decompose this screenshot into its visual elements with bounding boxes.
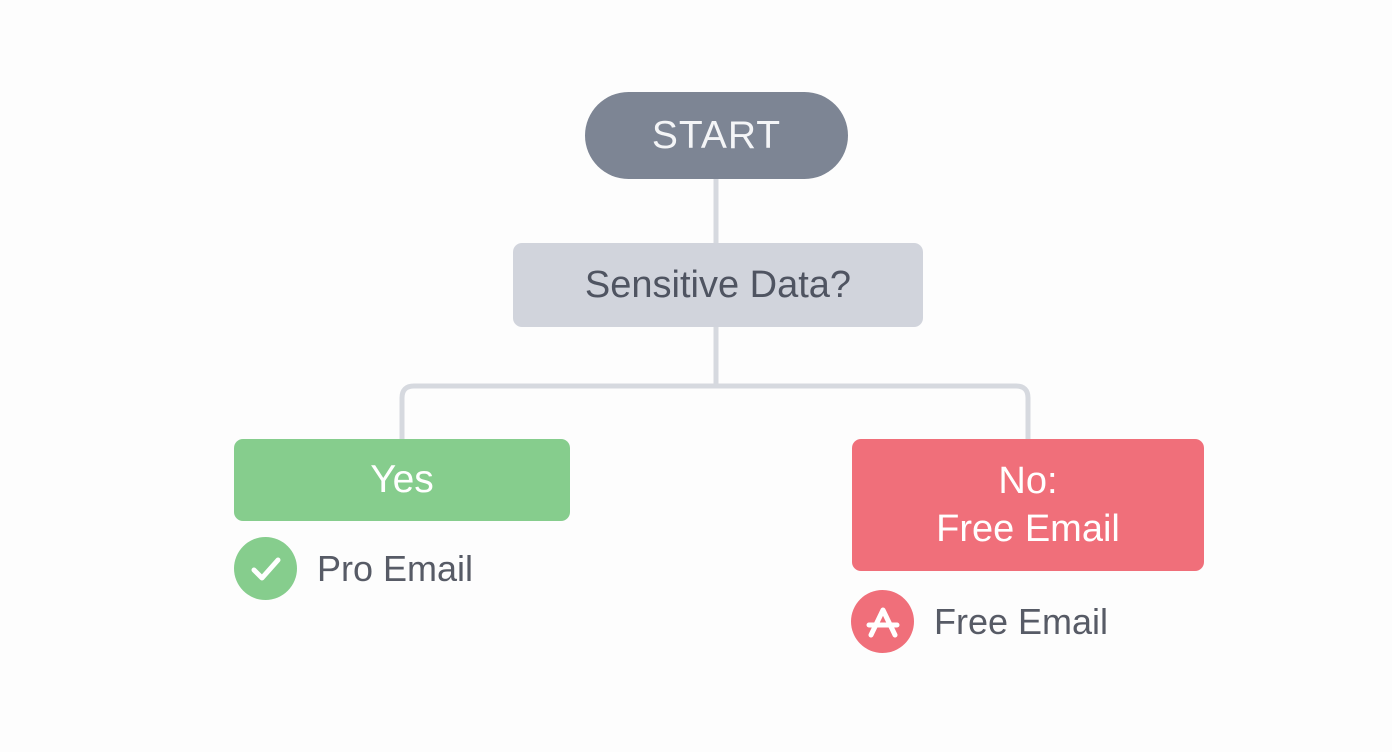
outcome-no-label: Free Email — [934, 600, 1109, 642]
start-node: START — [585, 92, 848, 179]
connector-branch-split — [399, 383, 1031, 439]
yes-node: Yes — [234, 439, 570, 521]
decision-label: Sensitive Data? — [584, 263, 852, 306]
warning-icon — [851, 590, 914, 653]
no-label-line2: Free Email — [936, 508, 1120, 550]
outcome-yes-label: Pro Email — [317, 547, 474, 589]
yes-label: Yes — [370, 458, 434, 501]
check-icon — [234, 537, 297, 600]
no-label-line1: No: — [998, 460, 1058, 502]
outcome-free-email: Free Email — [851, 590, 1108, 653]
decision-node: Sensitive Data? — [513, 243, 923, 327]
start-label: START — [651, 113, 782, 157]
no-node: No: Free Email — [852, 439, 1204, 571]
outcome-pro-email: Pro Email — [234, 537, 473, 600]
